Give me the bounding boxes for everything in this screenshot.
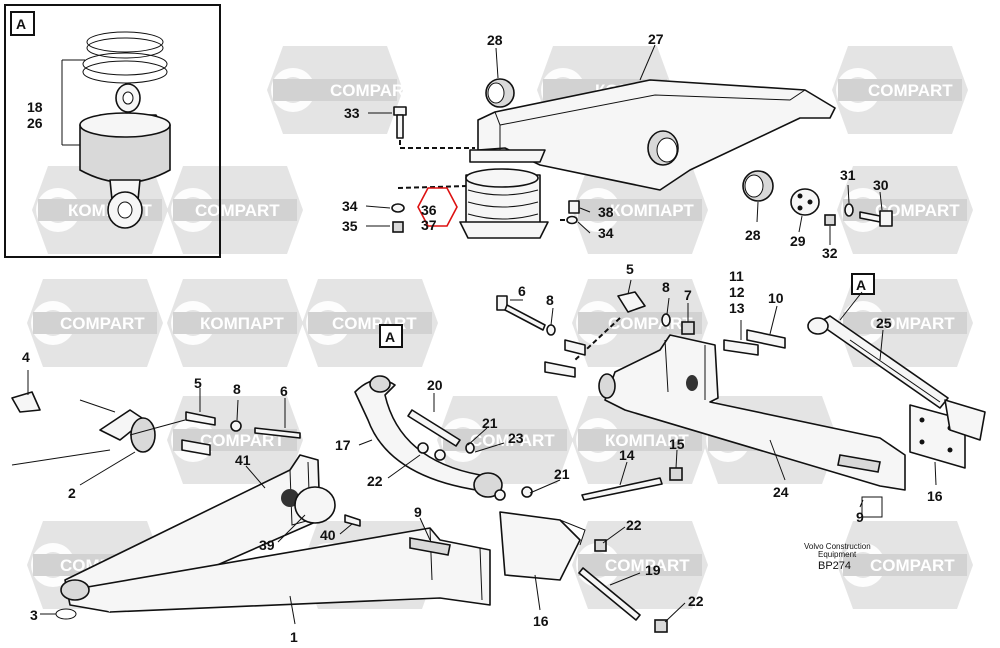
callout-22-left: 22 bbox=[367, 473, 383, 489]
wm-cyrillic: КОМПАРТ bbox=[610, 201, 694, 220]
callout-34-right: 34 bbox=[598, 225, 614, 241]
callout-10: 10 bbox=[768, 290, 784, 306]
callout-15: 15 bbox=[669, 436, 685, 452]
wm-latin: COMPART bbox=[330, 81, 415, 100]
callout-20: 20 bbox=[427, 377, 443, 393]
callout-labels: 28 27 33 34 35 36 37 38 34 28 29 31 30 3… bbox=[22, 31, 943, 645]
detail-a-frame: A 18 26 bbox=[4, 4, 221, 258]
callout-5-left: 5 bbox=[194, 375, 202, 391]
callout-16-right: 16 bbox=[927, 488, 943, 504]
callout-14: 14 bbox=[619, 447, 635, 463]
callout-17: 17 bbox=[335, 437, 351, 453]
caption: Volvo Construction Equipment BP274 bbox=[804, 542, 871, 572]
wm-latin: COMPART bbox=[332, 314, 417, 333]
leader-lines bbox=[11, 44, 937, 625]
callout-25: 25 bbox=[876, 315, 892, 331]
wm-latin: COMPART bbox=[60, 314, 145, 333]
callout-7: 7 bbox=[684, 287, 692, 303]
caption-line1: Volvo Construction bbox=[804, 542, 871, 551]
wm-cyrillic: КОМПАРТ bbox=[605, 431, 689, 450]
upper-arm-assembly bbox=[391, 78, 893, 239]
lower-frame-assembly bbox=[11, 391, 491, 620]
wm-latin: COMPART bbox=[875, 201, 960, 220]
callout-35: 35 bbox=[342, 218, 358, 234]
wm-latin: COMPART bbox=[195, 201, 280, 220]
callout-5-right: 5 bbox=[626, 261, 634, 277]
wm-latin: COMPART bbox=[870, 314, 955, 333]
callout-39: 39 bbox=[259, 537, 275, 553]
center-assembly: A bbox=[354, 324, 883, 633]
callout-26: 26 bbox=[27, 115, 43, 131]
callout-27: 27 bbox=[648, 31, 664, 47]
callout-23: 23 bbox=[508, 430, 524, 446]
callout-8-left: 8 bbox=[233, 381, 241, 397]
wm-cyrillic: КОМПАРТ bbox=[740, 556, 824, 575]
detail-ref-center: A bbox=[385, 329, 395, 345]
callout-32: 32 bbox=[822, 245, 838, 261]
callout-22-mid: 22 bbox=[626, 517, 642, 533]
wm-latin: COMPART bbox=[470, 431, 555, 450]
callout-24: 24 bbox=[773, 484, 789, 500]
callout-9-left: 9 bbox=[414, 504, 422, 520]
callout-37: 37 bbox=[421, 217, 437, 233]
callout-9-right: 9 bbox=[856, 509, 864, 525]
callout-29: 29 bbox=[790, 233, 806, 249]
wm-latin: COMPART bbox=[870, 556, 955, 575]
callout-6-left: 6 bbox=[280, 383, 288, 399]
callout-18: 18 bbox=[27, 99, 43, 115]
caption-line2: Equipment bbox=[818, 550, 857, 559]
callout-31: 31 bbox=[840, 167, 856, 183]
detail-ref-right: A bbox=[856, 277, 866, 293]
callout-21-mid: 21 bbox=[554, 466, 570, 482]
wm-latin: COMPART bbox=[200, 431, 285, 450]
callout-40: 40 bbox=[320, 527, 336, 543]
callout-36: 36 bbox=[421, 202, 437, 218]
callout-21-top: 21 bbox=[482, 415, 498, 431]
callout-13: 13 bbox=[729, 300, 745, 316]
callout-22-bottom: 22 bbox=[688, 593, 704, 609]
callout-33: 33 bbox=[344, 105, 360, 121]
callout-6-right: 6 bbox=[518, 283, 526, 299]
wm-cyrillic: КОМПАРТ bbox=[200, 314, 284, 333]
callout-8-mid: 8 bbox=[546, 292, 554, 308]
callout-8-right: 8 bbox=[662, 279, 670, 295]
callout-1: 1 bbox=[290, 629, 298, 645]
callout-3: 3 bbox=[30, 607, 38, 623]
wm-latin: COMPART bbox=[868, 81, 953, 100]
wm-latin: COMPART bbox=[608, 314, 693, 333]
right-arm-assembly: A bbox=[496, 273, 986, 491]
caption-code: BP274 bbox=[818, 560, 851, 572]
callout-30: 30 bbox=[873, 177, 889, 193]
callout-28-right: 28 bbox=[745, 227, 761, 243]
callout-11: 11 bbox=[729, 268, 744, 284]
wm-latin: COMPART bbox=[605, 556, 690, 575]
callout-34-left: 34 bbox=[342, 198, 358, 214]
callout-28-top: 28 bbox=[487, 32, 503, 48]
callout-19: 19 bbox=[645, 562, 661, 578]
callout-38: 38 bbox=[598, 204, 614, 220]
callout-2: 2 bbox=[68, 485, 76, 501]
callout-12: 12 bbox=[729, 284, 745, 300]
callout-16-bottom: 16 bbox=[533, 613, 549, 629]
detail-frame-label: A bbox=[16, 16, 26, 32]
callout-41: 41 bbox=[235, 452, 251, 468]
callout-4: 4 bbox=[22, 349, 30, 365]
